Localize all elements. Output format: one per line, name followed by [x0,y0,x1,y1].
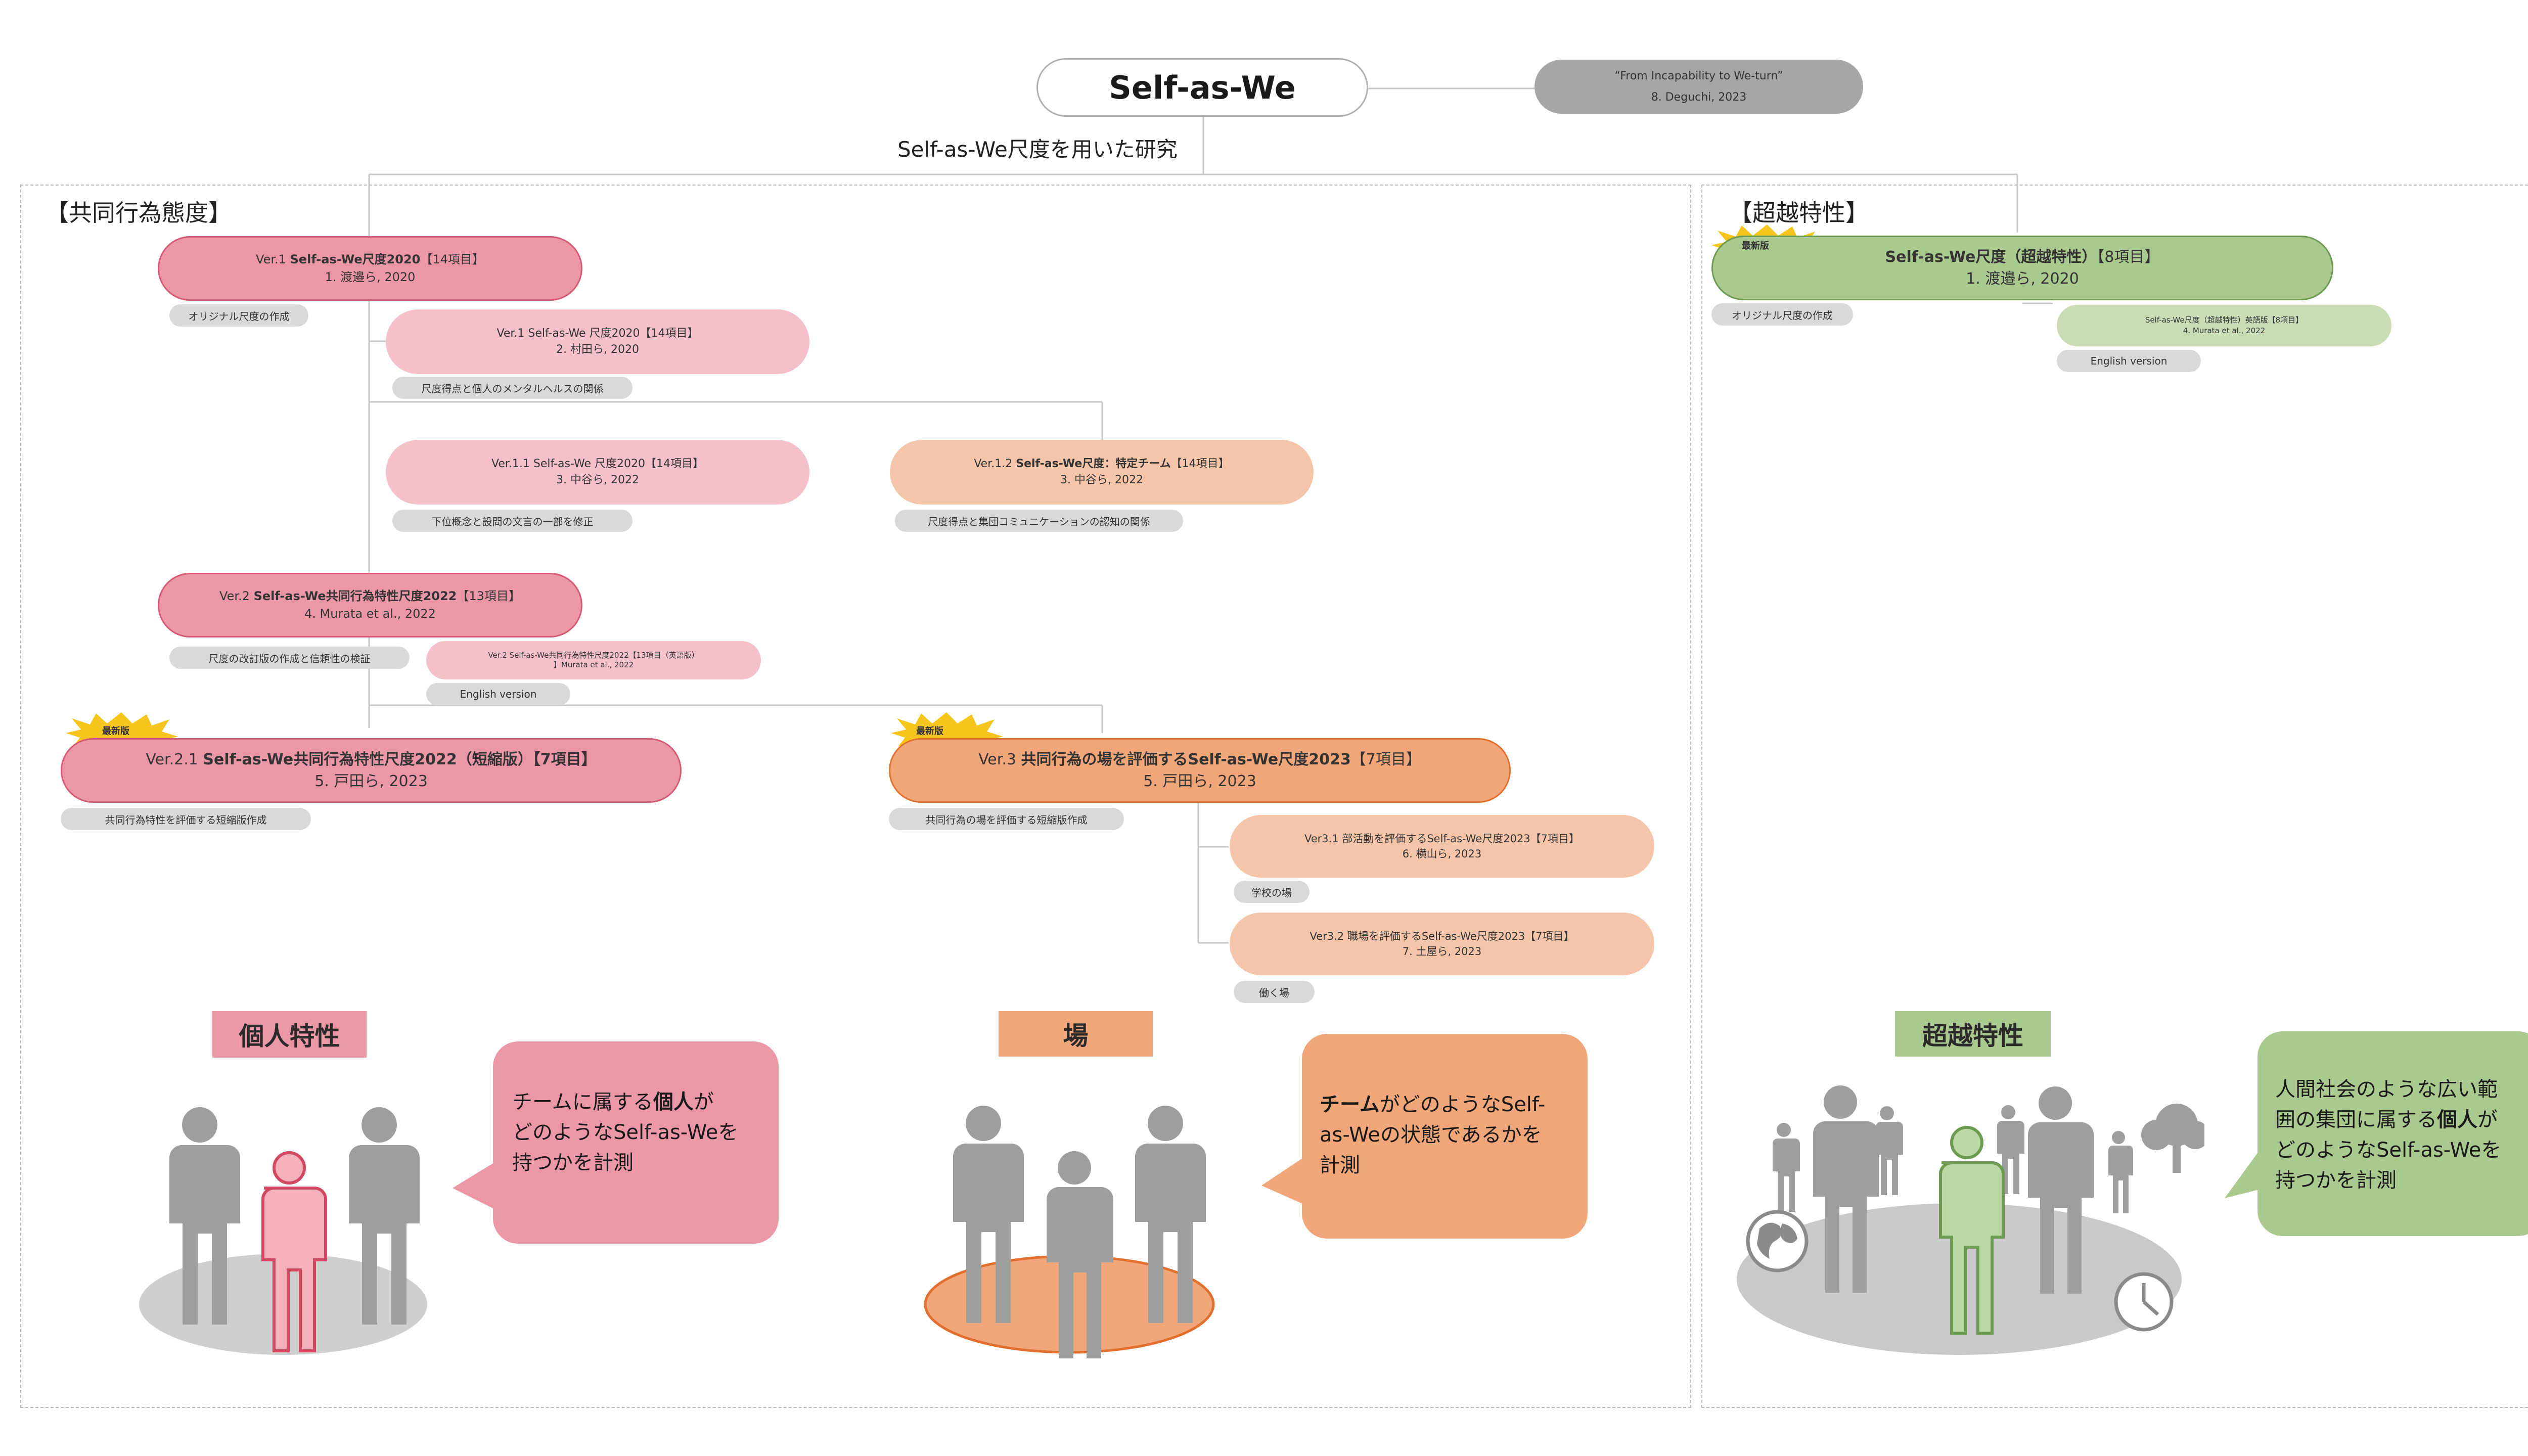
label-individual-trait: 個人特性 [212,1011,367,1058]
latest-badge-transcend-text: 最新版 [1742,241,1769,251]
node-ver2-1-title: Ver.2.1 Self-as-We共同行為特性尺度2022（短縮版）【7項目】 [146,750,597,768]
bubble-transcend-line4: 持つかを計測 [2275,1169,2397,1192]
node-ver3-title: Ver.3 共同行為の場を評価するSelf-as-We尺度2023【7項目】 [978,750,1421,768]
bubble-place: チームがどのようなSelf- as-Weの状態であるかを 計測 [1302,1034,1588,1239]
transcendence-section [1701,185,2528,1408]
bubble-tail-place [1261,1155,1307,1206]
node-ver3-2-citation: 7. 土屋ら, 2023 [1402,945,1482,958]
tag-ver2-english: English version [426,683,570,705]
node-ver3-1-citation: 6. 横山ら, 2023 [1402,848,1482,860]
bubble-individual-line3: 持つかを計測 [512,1151,634,1174]
node-ver1-murata-citation: 2. 村田ら, 2020 [556,343,639,356]
bubble-place-line2: as-Weの状態であるかを [1320,1123,1542,1147]
node-ver3: Ver.3 共同行為の場を評価するSelf-as-We尺度2023【7項目】 5… [889,738,1511,803]
node-transcend-english-title: Self-as-We尺度（超越特性）英語版【8項目】 [2145,315,2304,325]
bubble-place-line3: 計測 [1320,1154,1360,1177]
node-ver1-2: Ver.1.2 Self-as-We尺度：特定チーム【14項目】 3. 中谷ら,… [890,440,1314,505]
node-transcend-title: Self-as-We尺度（超越特性）【8項目】 [1885,248,2160,266]
reference-title: “From Incapability to We-turn” [1614,69,1783,82]
bubble-transcend-line2: 囲の集団に属する個人が [2275,1108,2498,1131]
label-place: 場 [999,1011,1153,1057]
node-ver1-title: Ver.1 Self-as-We尺度2020【14項目】 [256,252,484,267]
latest-badge-ver2-1-text: 最新版 [102,726,129,737]
label-transcendent-trait: 超越特性 [1895,1011,2051,1057]
node-ver1-citation: 1. 渡邉ら, 2020 [325,270,416,284]
tag-ver2: 尺度の改訂版の作成と信頼性の検証 [169,647,410,669]
node-ver1-1-title: Ver.1.1 Self-as-We 尺度2020【14項目】 [491,458,704,471]
tag-ver3: 共同行為の場を評価する短縮版作成 [889,808,1124,830]
reference-citation: 8. Deguchi, 2023 [1651,90,1747,104]
node-ver1-1: Ver.1.1 Self-as-We 尺度2020【14項目】 3. 中谷ら, … [386,440,809,505]
place-illustration [924,1106,1215,1358]
node-ver1-murata: Ver.1 Self-as-We 尺度2020【14項目】 2. 村田ら, 20… [386,309,809,374]
bubble-transcend-line1: 人間社会のような広い範 [2275,1078,2498,1101]
bubble-individual-line1: チームに属する個人が [512,1090,714,1114]
bubble-place-line1: チームがどのようなSelf- [1320,1093,1546,1116]
tag-ver2-1: 共同行為特性を評価する短縮版作成 [61,808,311,830]
node-ver3-1: Ver3.1 部活動を評価するSelf-as-We尺度2023【7項目】 6. … [1230,815,1654,878]
bubble-tail-individual [453,1160,498,1211]
node-transcend: Self-as-We尺度（超越特性）【8項目】 1. 渡邉ら, 2020 [1711,236,2333,300]
node-ver3-2: Ver3.2 職場を評価するSelf-as-We尺度2023【7項目】 7. 土… [1230,913,1654,975]
tag-ver1-murata: 尺度得点と個人のメンタルヘルスの関係 [392,377,633,399]
tag-ver3-1: 学校の場 [1234,881,1310,903]
node-ver3-2-title: Ver3.2 職場を評価するSelf-as-We尺度2023【7項目】 [1310,930,1574,942]
tag-ver1-2: 尺度得点と集団コミュニケーションの認知の関係 [895,510,1183,532]
node-ver2: Ver.2 Self-as-We共同行為特性尺度2022【13項目】 4. Mu… [158,573,582,638]
individual-illustration [139,1107,427,1355]
page-title: Self-as-We [1036,58,1368,117]
node-ver2-1-citation: 5. 戸田ら, 2023 [314,772,428,790]
transcendence-illustration [1737,1085,2204,1355]
joint-action-section-title: 【共同行為態度】 [46,199,232,226]
research-subtitle: Self-as-We尺度を用いた研究 [897,137,1178,162]
tag-transcend-english: English version [2057,350,2201,372]
node-ver2-1: Ver.2.1 Self-as-We共同行為特性尺度2022（短縮版）【7項目】… [61,738,682,803]
tag-ver3-2: 働く場 [1234,981,1315,1003]
node-ver3-1-title: Ver3.1 部活動を評価するSelf-as-We尺度2023【7項目】 [1304,832,1580,845]
bubble-individual: チームに属する個人が どのようなSelf-as-Weを 持つかを計測 [493,1041,779,1244]
bubble-tail-transcend [2225,1143,2265,1198]
node-ver1-1-citation: 3. 中谷ら, 2022 [556,474,639,486]
tag-transcend: オリジナル尺度の作成 [1711,303,1853,326]
node-ver1-2-title: Ver.1.2 Self-as-We尺度：特定チーム【14項目】 [974,458,1230,471]
tag-ver1: オリジナル尺度の作成 [169,304,308,327]
tag-ver1-1: 下位概念と設問の文言の一部を修正 [392,510,633,532]
bubble-transcend: 人間社会のような広い範 囲の集団に属する個人が どのようなSelf-as-Weを… [2258,1031,2528,1236]
reference-box: “From Incapability to We-turn” 8. Deguch… [1534,60,1863,114]
node-ver2-citation: 4. Murata et al., 2022 [304,607,436,621]
node-ver1: Ver.1 Self-as-We尺度2020【14項目】 1. 渡邉ら, 202… [158,236,582,301]
page-title-text: Self-as-We [1109,69,1296,106]
node-ver1-murata-title: Ver.1 Self-as-We 尺度2020【14項目】 [496,327,699,340]
transcendence-section-title: 【超越特性】 [1729,199,1869,226]
node-ver3-citation: 5. 戸田ら, 2023 [1143,772,1256,790]
joint-action-section [20,185,1691,1408]
node-ver2-english-title: Ver.2 Self-as-We共同行為特性尺度2022【13項目（英語版） [488,650,699,660]
globe-icon [1746,1210,1809,1272]
node-ver2-english: Ver.2 Self-as-We共同行為特性尺度2022【13項目（英語版） 】… [426,641,761,679]
node-transcend-citation: 1. 渡邉ら, 2020 [1966,270,2079,288]
node-ver1-2-citation: 3. 中谷ら, 2022 [1060,474,1143,486]
node-ver2-english-citation: 】Murata et al., 2022 [553,660,634,669]
node-transcend-english: Self-as-We尺度（超越特性）英語版【8項目】 4. Murata et … [2057,305,2391,346]
latest-badge-ver3-text: 最新版 [916,726,943,737]
node-ver2-title: Ver.2 Self-as-We共同行為特性尺度2022【13項目】 [219,589,521,604]
clock-icon [2114,1272,2174,1332]
bubble-transcend-line3: どのようなSelf-as-Weを [2275,1139,2502,1162]
node-transcend-english-citation: 4. Murata et al., 2022 [2183,326,2266,335]
bubble-individual-line2: どのようなSelf-as-Weを [512,1121,739,1144]
